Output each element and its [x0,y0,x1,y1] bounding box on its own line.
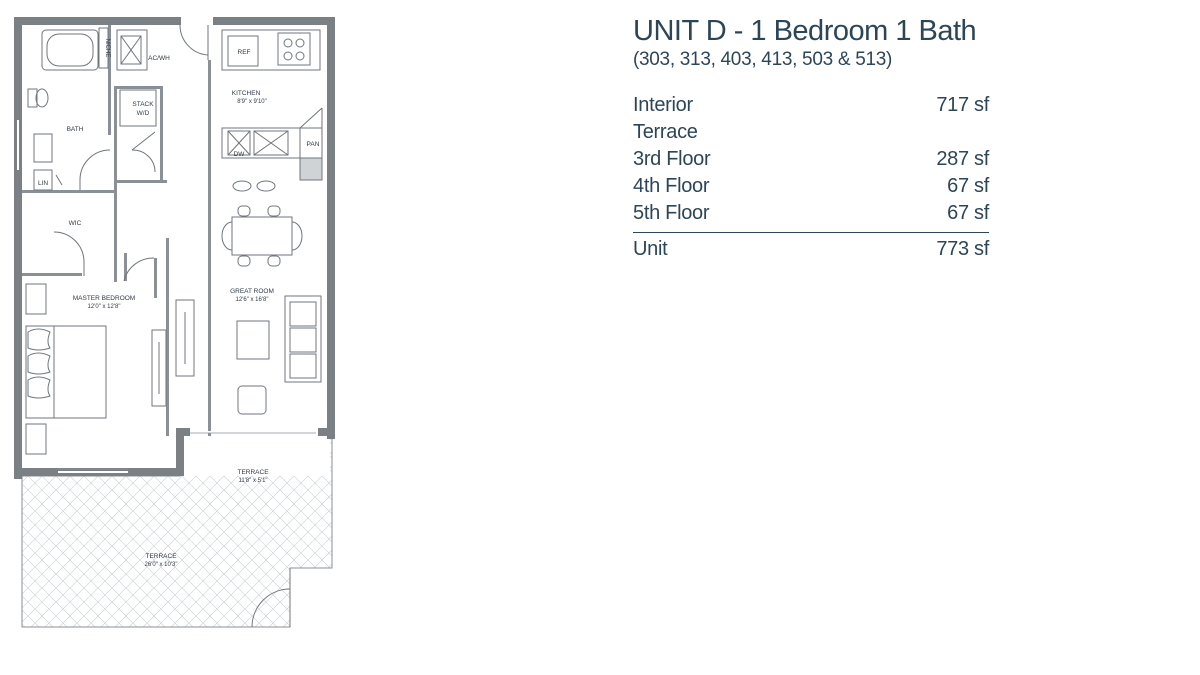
interior-walls [22,25,211,436]
area-label: 3rd Floor [633,148,711,170]
windows [17,120,316,473]
area-value: 67 sf [947,202,989,224]
dw-label: DW [234,151,246,158]
terrace-small-label: TERRACE [237,469,269,476]
total-divider [633,232,989,233]
lin-label: LIN [38,180,48,187]
great-room-dim: 12'6" x 16'8" [236,297,269,303]
area-row-3rd-floor: 3rd Floor 287 sf [633,146,989,173]
kitchen-label: KITCHEN [232,90,261,97]
terrace-large-dim: 26'0" x 10'3" [145,562,178,568]
terrace-large-label: TERRACE [145,553,177,560]
kitchen-fixtures [221,29,323,192]
kitchen-dim: 8'9" x 9'10" [237,99,267,105]
wd-label: W/D [137,110,150,117]
terrace-small-dim: 11'8" x 5'1" [238,478,267,484]
area-row-5th-floor: 5th Floor 67 sf [633,200,989,227]
unit-title: UNIT D - 1 Bedroom 1 Bath [633,15,977,47]
area-label: 4th Floor [633,175,710,197]
wic-label: WIC [69,220,82,227]
total-value: 773 sf [936,238,989,260]
area-row-total: Unit 773 sf [633,236,989,263]
bath-fixtures [27,27,109,191]
washer-dryer [119,89,157,173]
bath-label: BATH [67,126,84,133]
bedroom-furniture [25,231,155,455]
pan-label: PAN [307,141,320,148]
unit-info-panel: UNIT D - 1 Bedroom 1 Bath (303, 313, 403… [633,14,989,263]
area-value: 717 sf [936,94,989,116]
floor-plan: KITCHEN 8'9" x 9'10" GREAT ROOM 12'6" x … [14,17,335,628]
master-bedroom-dim: 12'0" x 12'8" [88,304,121,310]
niche-label: NICHE [104,39,110,58]
ref-label: REF [238,49,251,56]
area-value: 67 sf [947,175,989,197]
great-room-label: GREAT ROOM [230,288,274,295]
area-row-4th-floor: 4th Floor 67 sf [633,173,989,200]
area-value: 287 sf [936,148,989,170]
area-label: Terrace [633,121,698,143]
bath-door [79,149,111,190]
terrace-door [251,568,291,628]
living-furniture [151,295,322,415]
unit-subtitle: (303, 313, 403, 413, 503 & 513) [633,49,893,70]
total-label: Unit [633,238,668,260]
area-row-interior: Interior 717 sf [633,92,989,119]
stack-label: STACK [132,101,154,108]
dining-table [221,205,303,267]
area-row-terrace: Terrace [633,119,989,146]
area-label: Interior [633,94,693,116]
ac-closet [116,24,209,71]
acwh-label: AC/WH [148,55,170,62]
master-bedroom-label: MASTER BEDROOM [73,295,135,302]
area-label: 5th Floor [633,202,710,224]
area-table: Interior 717 sf Terrace 3rd Floor 287 sf… [633,92,989,263]
